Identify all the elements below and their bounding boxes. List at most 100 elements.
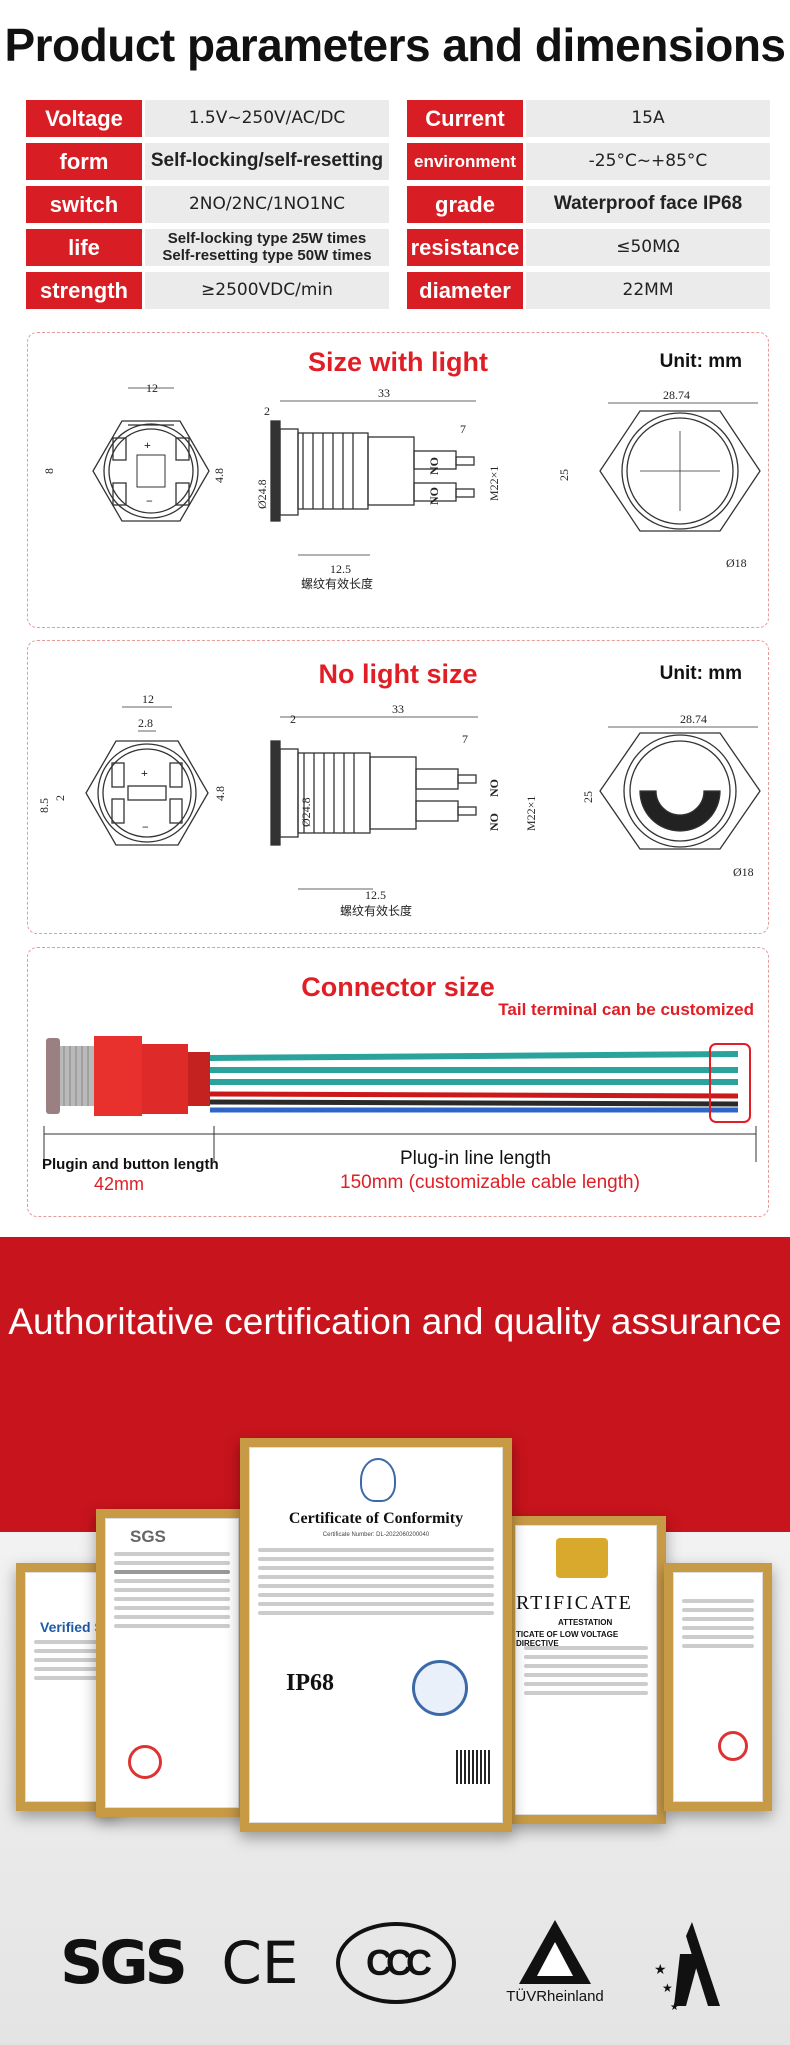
spec-label: life [26,229,142,266]
svg-text:★: ★ [654,1961,667,1977]
cert-sgs-mark: SGS [130,1527,166,1546]
spec-value: Waterproof face IP68 [526,186,770,223]
spec-value: ≥2500VDC/min [145,272,389,309]
dim-label: 2 [53,795,67,801]
spec-label: grade [407,186,523,223]
dim-label: 25 [581,791,595,803]
svg-text:★: ★ [670,2002,679,2013]
dim-label: 2 [264,404,270,418]
spec-value: 1.5V~250V/AC/DC [145,100,389,137]
connector-panel: Connector size Tail terminal can be cust… [27,947,769,1217]
plug-length-label: Plugin and button length [42,1156,219,1173]
panel-title: Connector size [301,972,495,1002]
tuv-logo-text: TÜVRheinland [506,1987,604,2005]
section-heading: Authoritative certification and quality … [8,1301,782,1342]
dim-label: 7 [460,422,466,436]
plus-sign: + [144,438,151,452]
certificate-ccc [664,1563,772,1811]
dim-label: Ø24.8 [255,479,269,509]
line-length-label: Plug-in line length [400,1148,552,1169]
no-label: NO [427,487,441,505]
light-size-panel: Size with light Unit: mm 12 + − 8 4.8 [27,332,769,628]
line-length-value: 150mm (customizable cable length) [340,1172,640,1193]
emblem-logo: ★ ★ ★ [650,1914,740,2014]
spec-label: diameter [407,272,523,309]
plus-sign: + [141,766,148,780]
panel-title: No light size [318,659,478,689]
certificate-udem: RTIFICATE ATTESTATION TICATE OF LOW VOLT… [506,1516,666,1824]
spec-label: switch [26,186,142,223]
nolight-drawing: 12 2.8 + − 8.5 2 4.8 2 33 7 Ø24.8 M22×1 … [37,692,761,918]
unit-label: Unit: mm [659,663,742,684]
tuv-triangle-icon [519,1919,591,1984]
ccc-logo-text: CCC [366,1942,432,1983]
spec-value: 2NO/2NC/1NO1NC [145,186,389,223]
cert-heading: Verified S [40,1619,104,1635]
cert-heading: RTIFICATE [516,1592,633,1614]
certificate-conformity: Certificate of Conformity Certificate Nu… [240,1438,512,1832]
certificate-sgs: SGS [96,1509,248,1817]
dim-label: 4.8 [213,786,227,801]
spec-value: Self-locking/self-resetting [145,143,389,180]
svg-text:★: ★ [662,1981,673,1995]
cert-ip-rating: IP68 [286,1670,334,1696]
dim-label: 4.8 [212,468,226,483]
spec-value: ≤50MΩ [526,229,770,266]
unit-label: Unit: mm [659,351,742,372]
cert-subheading: ATTESTATION [558,1618,613,1627]
cert-subheading: TICATE OF LOW VOLTAGE DIRECTIVE [516,1630,619,1648]
star-emblem-icon: ★ ★ ★ [654,1922,720,2013]
dim-label: 2 [290,712,296,726]
dim-label: 2.8 [138,716,153,730]
sgs-logo-text: SGS [60,1928,188,1998]
dim-label: Ø18 [733,865,754,879]
nolight-size-panel: No light size Unit: mm 12 2.8 + − 8.5 2 … [27,640,769,934]
thread-label: 螺纹有效长度 [301,576,373,591]
dim-label: 33 [378,386,390,400]
light-drawing: 12 + − 8 4.8 2 33 7 Ø24.8 M22×1 NO NO 12… [42,381,761,591]
ccc-logo: CCC [336,1922,456,2004]
page-title: Product parameters and dimensions [4,19,786,71]
dim-label: Ø24.8 [299,797,313,827]
spec-label: environment [407,143,523,180]
spec-label: strength [26,272,142,309]
dim-label: M22×1 [524,796,538,831]
dim-label: 12.5 [365,888,386,902]
dim-label: 12 [146,381,158,395]
ce-logo: CE [215,1928,305,1998]
dim-label: Ø18 [726,556,747,570]
dim-label: 8.5 [37,798,51,813]
dim-label: 33 [392,702,404,716]
minus-sign: − [142,820,149,834]
spec-value: 15A [526,100,770,137]
tail-note: Tail terminal can be customized [498,1000,754,1019]
no-label: NO [487,813,501,831]
spec-value-line: Self-resetting type 50W times [162,246,372,264]
spec-value: -25°C~+85°C [526,143,770,180]
spec-label: Voltage [26,100,142,137]
panel-title: Size with light [308,347,488,377]
minus-sign: − [146,494,153,508]
spec-label: resistance [407,229,523,266]
dim-label: 12 [142,692,154,706]
plug-length-value: 42mm [94,1174,145,1194]
spec-label: Current [407,100,523,137]
cert-heading: Certificate of Conformity [288,1510,464,1527]
sgs-logo: SGS [60,1928,188,1998]
dim-label: 7 [462,732,468,746]
dim-label: 12.5 [330,562,351,576]
spec-value: 22MM [526,272,770,309]
cert-number: Certificate Number: DL-2022060200040 [322,1532,430,1538]
dim-label: M22×1 [487,466,501,501]
spec-value-line: Self-locking type 25W times [167,230,367,247]
spec-label: form [26,143,142,180]
dim-label: 25 [557,469,571,481]
dim-label: 8 [42,468,56,474]
